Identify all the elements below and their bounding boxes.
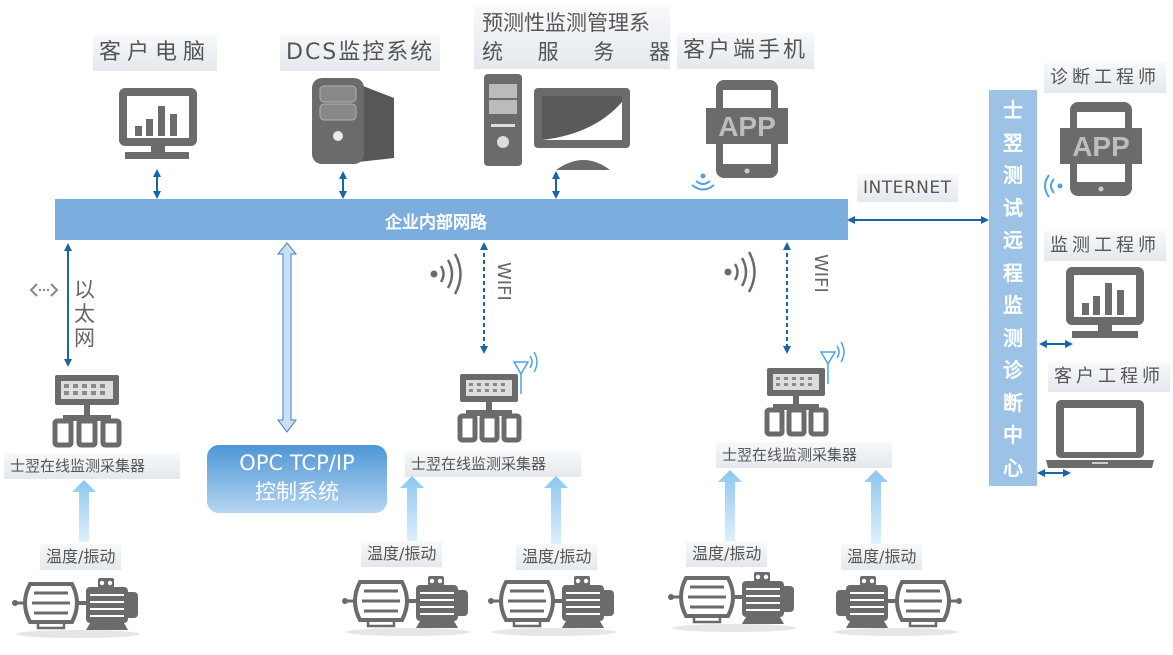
opc-line2: 控制系统 — [255, 480, 339, 504]
monitor-chart-icon — [119, 88, 197, 159]
label-client-engineer: 客户工程师 — [1048, 362, 1170, 392]
mobile-app-icon: APP — [1060, 102, 1142, 196]
motor-icon — [834, 576, 962, 636]
center-label-char: 士 — [1003, 98, 1023, 122]
arrow-ethernet — [64, 243, 72, 367]
motor-icon — [342, 576, 470, 636]
desktop-pc-icon — [484, 74, 630, 170]
label-collector-1: 士翌在线监测采集器 — [4, 453, 180, 479]
arrow-sensor-2 — [400, 476, 424, 542]
center-label-char: 翌 — [1003, 130, 1023, 155]
center-label-char: 程 — [1003, 260, 1023, 285]
arrow-opc — [276, 242, 298, 433]
arrow-internet — [847, 216, 989, 224]
center-label-char: 测 — [1003, 163, 1023, 187]
wifi-signal-icon — [430, 253, 462, 295]
label-pdm-server: 预测性监测管理系 统 服 务 器 — [474, 7, 670, 69]
app-text: APP — [1072, 131, 1130, 162]
collector-icon — [52, 375, 122, 448]
enterprise-network-bus: 企业内部网路 — [55, 199, 848, 240]
label-sensor-3: 温度/振动 — [516, 544, 598, 570]
wifi-signal-icon — [724, 251, 756, 293]
center-label-char: 中 — [1003, 423, 1023, 447]
label-pdm-server-line1: 预测性监测管理系 — [482, 11, 650, 35]
label-sensor-1: 温度/振动 — [40, 544, 122, 570]
ethernet-label-char: 太 — [74, 302, 95, 326]
center-label-char: 心 — [1003, 455, 1023, 480]
label-dcs-system: DCS监控系统 — [280, 35, 441, 71]
label-client-mobile: 客户端手机 — [677, 33, 815, 69]
arrow-sensor-1 — [72, 480, 96, 542]
arrow-sensor-3 — [544, 476, 568, 546]
app-text: APP — [718, 111, 776, 142]
arrow-server-to-bus — [552, 171, 560, 199]
label-internet: INTERNET — [857, 174, 958, 202]
collector-wifi-icon — [457, 351, 538, 443]
label-sensor-2: 温度/振动 — [361, 541, 443, 567]
collector-wifi-icon — [764, 341, 845, 437]
arrow-dcs-to-bus — [339, 171, 347, 199]
ethernet-label-char: 以 — [74, 278, 95, 302]
arrow-sensor-5 — [864, 470, 888, 544]
label-pdm-server-line2: 统 服 务 器 — [482, 40, 685, 64]
arrow-monitor-engineer — [1039, 340, 1073, 348]
wireless-signal-icon — [691, 173, 715, 191]
label-wifi-1: WIFI — [493, 262, 514, 301]
arrow-wifi-1 — [480, 242, 488, 354]
arrow-wifi-2 — [783, 242, 791, 354]
center-label-char: 断 — [1003, 390, 1023, 415]
motor-icon — [12, 578, 140, 638]
opc-control-system[interactable]: OPC TCP/IP 控制系统 — [207, 445, 387, 513]
label-collector-2: 士翌在线监测采集器 — [405, 451, 581, 477]
center-label-char: 测 — [1003, 325, 1023, 350]
ethernet-icon — [29, 283, 59, 297]
label-collector-3: 士翌在线监测采集器 — [716, 442, 892, 468]
monitor-chart-icon — [1066, 267, 1144, 338]
arrow-client-engineer — [1037, 469, 1071, 477]
label-diagnosis-engineer: 诊断工程师 — [1044, 63, 1166, 93]
ethernet-label-char: 网 — [74, 326, 95, 350]
bus-label: 企业内部网路 — [385, 213, 487, 233]
label-sensor-4: 温度/振动 — [686, 541, 768, 567]
arrow-client-pc-to-bus — [153, 169, 161, 199]
motor-icon — [668, 572, 796, 632]
mobile-app-icon: APP — [706, 80, 788, 178]
motor-icon — [488, 576, 616, 636]
label-wifi-2: WIFI — [810, 254, 831, 293]
wireless-signal-icon — [1044, 174, 1063, 198]
center-label-char: 试 — [1003, 195, 1023, 220]
label-ethernet: 以太网 — [74, 278, 98, 350]
server-tower-icon — [312, 78, 394, 164]
remote-diagnosis-center: 士翌测试远程监测诊断中心 — [989, 90, 1037, 486]
center-label-char: 监 — [1003, 293, 1023, 317]
label-monitor-engineer: 监测工程师 — [1044, 231, 1166, 261]
arrow-sensor-4 — [718, 470, 742, 542]
opc-line1: OPC TCP/IP — [239, 451, 355, 475]
label-client-pc: 客户电脑 — [93, 35, 218, 71]
laptop-icon — [1046, 400, 1154, 468]
center-label-char: 远 — [1003, 228, 1023, 252]
label-sensor-5: 温度/振动 — [841, 544, 923, 570]
center-label-char: 诊 — [1003, 358, 1023, 382]
